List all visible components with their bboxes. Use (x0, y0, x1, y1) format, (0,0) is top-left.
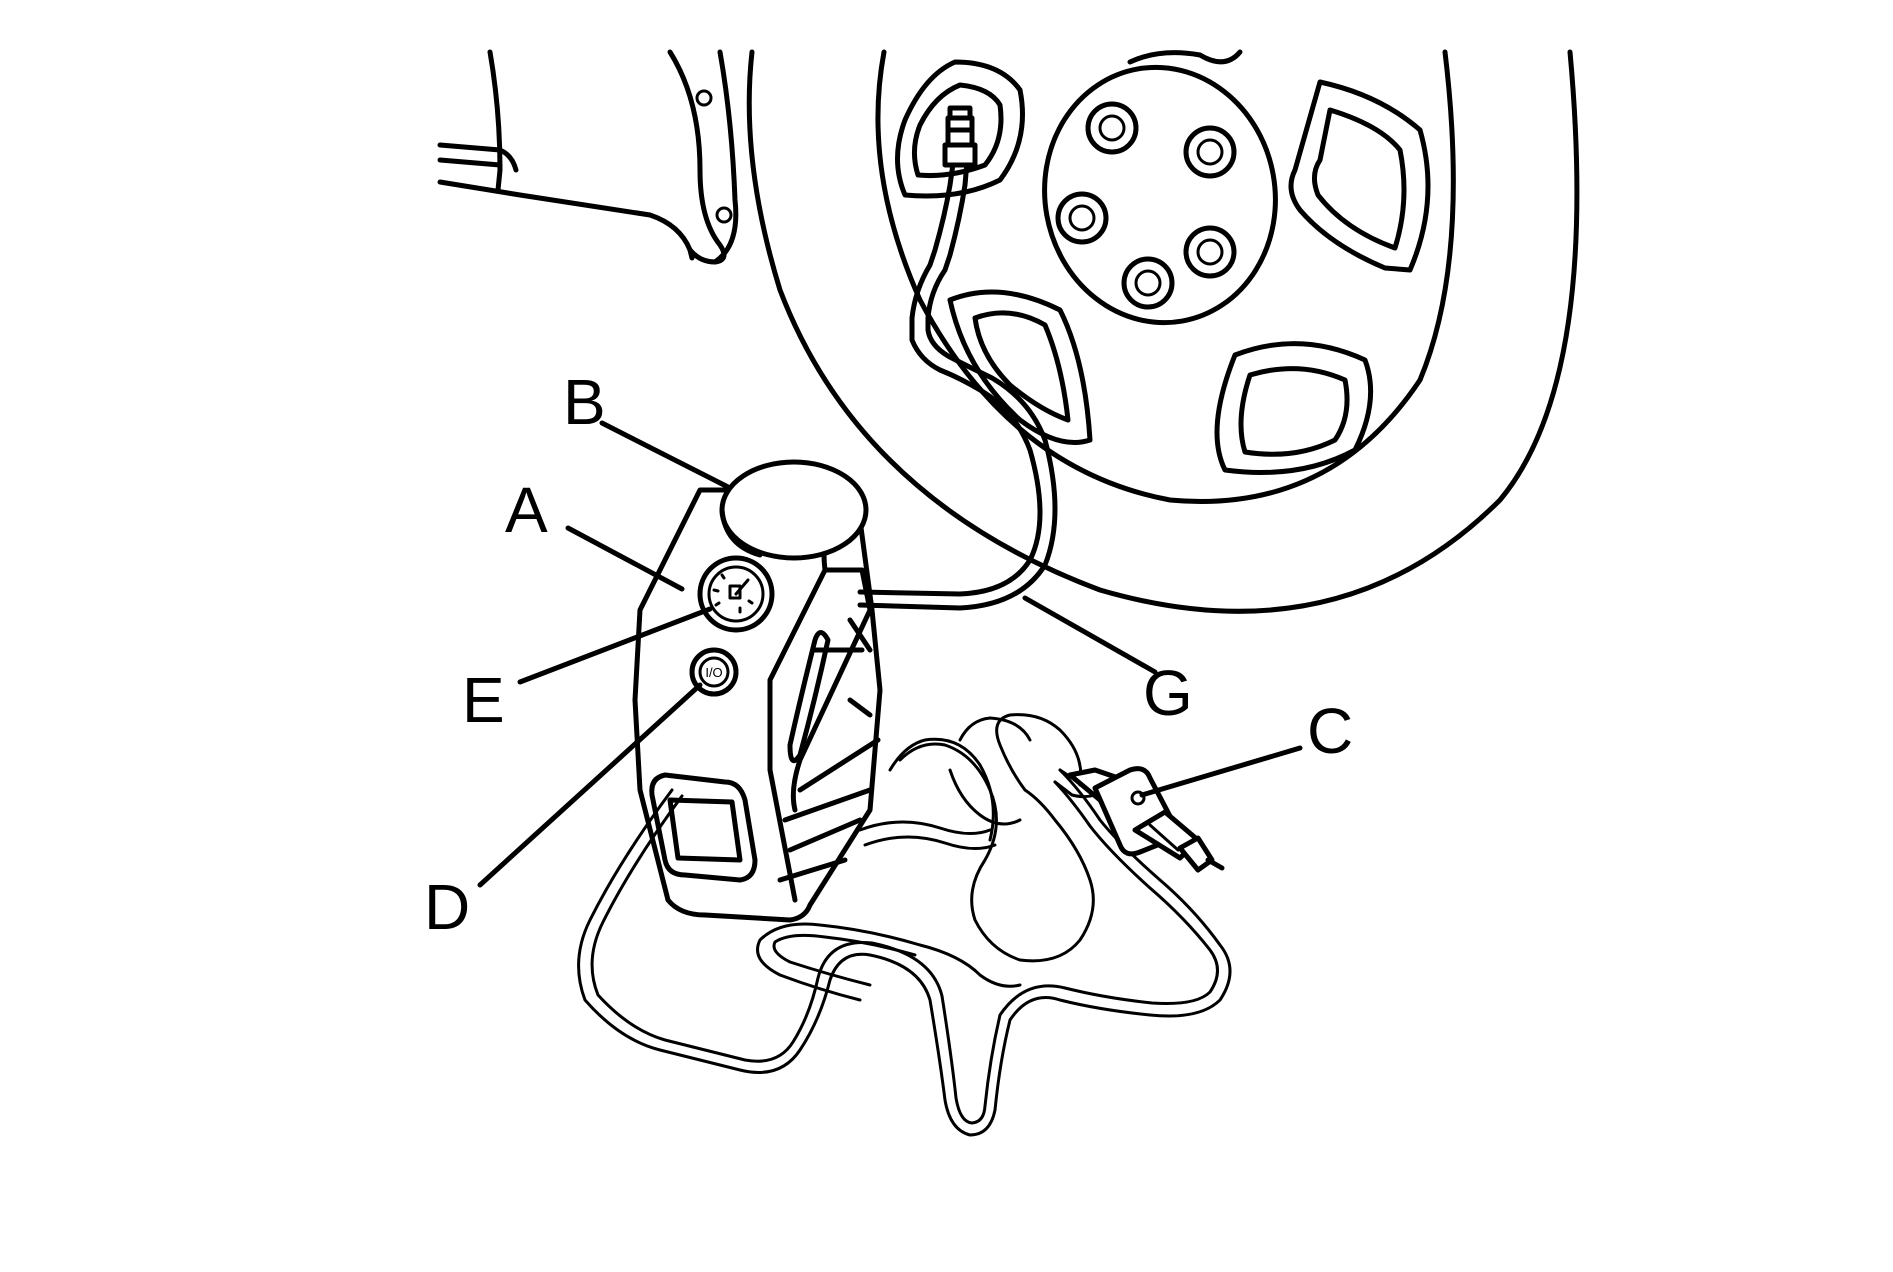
callout-d: D (424, 871, 470, 943)
leader-line-e (517, 606, 713, 685)
lug-nut (1183, 125, 1237, 179)
spoke-opening (947, 289, 1093, 445)
leader-lines (477, 420, 1303, 888)
callout-g: G (1143, 657, 1193, 729)
power-plug (1067, 766, 1225, 873)
leader-line-b (599, 420, 731, 490)
lug-nut (1085, 101, 1139, 155)
power-cord (577, 713, 1232, 1137)
lug-nut (1055, 191, 1109, 245)
leader-line-c (1139, 745, 1303, 798)
air-hose (857, 105, 1058, 611)
callout-b: B (563, 366, 606, 438)
leader-line-g (1022, 595, 1158, 675)
valve-chuck (942, 105, 978, 168)
spoke-opening (1288, 79, 1431, 273)
spoke-opening (1214, 341, 1374, 475)
lug-nut (1121, 256, 1175, 310)
pressure-gauge (697, 555, 775, 633)
callout-e: E (462, 664, 505, 736)
callout-c: C (1307, 695, 1353, 767)
tire-wheel (746, 49, 1580, 614)
spoke-opening (895, 59, 1025, 199)
hose-storage-cap (719, 459, 869, 561)
lug-nut (1183, 225, 1237, 279)
vehicle-fender (437, 49, 739, 265)
switch-label: I/O (705, 665, 722, 680)
leader-line-a (565, 525, 685, 592)
power-switch: I/O (689, 647, 739, 697)
hub-cap (1042, 64, 1278, 326)
air-compressor: I/O (632, 459, 883, 923)
leader-line-d (477, 682, 703, 888)
callout-a: A (505, 474, 548, 546)
callouts: B A E D G C (424, 366, 1353, 943)
